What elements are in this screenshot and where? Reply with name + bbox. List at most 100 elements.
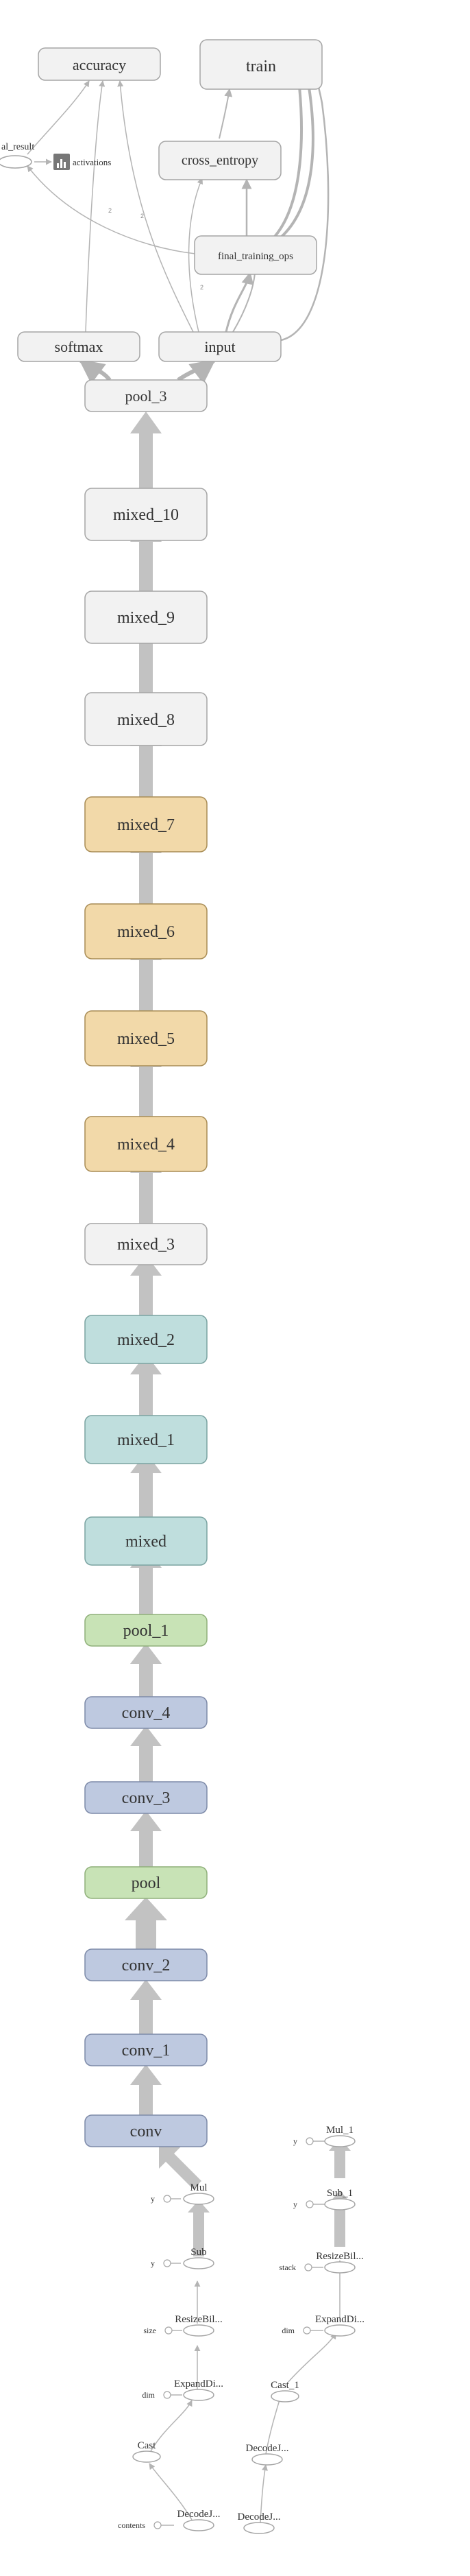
node-label: mixed_5: [117, 1030, 175, 1048]
edge-mixed2-mixed3: [130, 1255, 162, 1315]
edge-mixed10-pool3: [130, 412, 162, 488]
node-activations[interactable]: activations: [53, 154, 111, 170]
graph-nodes: accuracy train al_result activations cro…: [0, 39, 364, 2534]
node-label: al_result: [1, 142, 34, 152]
node-conv-4[interactable]: conv_4: [84, 1696, 208, 1729]
node-pool[interactable]: pool: [84, 1866, 208, 1899]
edge-crossentropy-train: [219, 88, 233, 139]
node-sub[interactable]: Sub: [183, 2247, 214, 2269]
edge-sub1-mul1: [329, 2138, 351, 2178]
node-label: mixed_10: [113, 506, 179, 524]
node-mixed-5[interactable]: mixed_5: [84, 1010, 208, 1066]
const-label: size: [143, 2326, 156, 2335]
edge-input-train: [280, 47, 330, 342]
node-label: pool: [132, 1874, 161, 1892]
node-mixed-10[interactable]: mixed_10: [84, 488, 208, 541]
const-stack[interactable]: stack: [279, 2263, 312, 2272]
edge-finalresult-accuracy: [27, 80, 90, 155]
edge-conv2-pool: [125, 1897, 167, 1949]
const-y-mul1[interactable]: y: [293, 2136, 314, 2146]
node-resize-bilinear-1[interactable]: ResizeBil...: [316, 2251, 364, 2274]
edge-sub-mul: [188, 2200, 210, 2256]
node-conv-3[interactable]: conv_3: [84, 1781, 208, 1814]
edge-pool3-softmax: [79, 359, 112, 384]
summary-icon-bar: [64, 162, 66, 168]
node-decode-jpeg[interactable]: DecodeJ...: [177, 2509, 221, 2531]
node-label: conv_2: [122, 1957, 171, 1975]
node-label: mixed_7: [117, 816, 175, 834]
node-mul-1[interactable]: Mul_1: [324, 2125, 356, 2147]
const-y-sub1[interactable]: y: [293, 2199, 314, 2209]
node-expand-dims-1[interactable]: ExpandDi...: [315, 2314, 364, 2337]
node-resize-bilinear[interactable]: ResizeBil...: [175, 2314, 223, 2337]
node-conv-1[interactable]: conv_1: [84, 2034, 208, 2066]
node-mixed-2[interactable]: mixed_2: [84, 1315, 208, 1364]
node-accuracy[interactable]: accuracy: [38, 47, 161, 81]
edge-mul-conv: [159, 2147, 201, 2189]
node-final-result[interactable]: al_result: [0, 142, 34, 169]
edge-mixed1-mixed2: [130, 1354, 162, 1416]
node-final-training-ops[interactable]: final_training_ops: [194, 235, 317, 275]
node-pool-3[interactable]: pool_3: [84, 379, 208, 412]
node-label: mixed_9: [117, 609, 175, 627]
node-label: mixed_3: [117, 1236, 175, 1254]
node-mul[interactable]: Mul: [183, 2182, 214, 2205]
node-conv-2[interactable]: conv_2: [84, 1948, 208, 1981]
const-dim-expand[interactable]: dim: [142, 2390, 171, 2400]
node-label: activations: [73, 157, 111, 167]
const-label: stack: [279, 2263, 296, 2272]
node-label: ResizeBil...: [316, 2251, 364, 2262]
node-label: ExpandDi...: [315, 2314, 364, 2325]
node-mixed-8[interactable]: mixed_8: [84, 692, 208, 746]
node-input[interactable]: input: [158, 331, 282, 362]
bottom-edges: [149, 2140, 343, 2526]
edge-softmax-accuracy: [85, 80, 106, 333]
node-mixed-6[interactable]: mixed_6: [84, 903, 208, 959]
const-label: y: [293, 2199, 297, 2209]
node-decode-jpeg-1a[interactable]: DecodeJ...: [246, 2443, 289, 2466]
edge-input-ops: [225, 272, 254, 333]
edge-conv-conv1: [130, 2064, 162, 2115]
const-dim-expand1[interactable]: dim: [282, 2326, 311, 2335]
node-label: mixed_1: [117, 1431, 175, 1449]
node-mixed-3[interactable]: mixed_3: [84, 1223, 208, 1265]
node-mixed-4[interactable]: mixed_4: [84, 1116, 208, 1172]
node-label: mixed_4: [117, 1136, 175, 1154]
node-label: Cast_1: [271, 2380, 299, 2391]
node-train[interactable]: train: [199, 39, 323, 90]
node-mixed-9[interactable]: mixed_9: [84, 591, 208, 644]
graph-edges: [27, 46, 330, 384]
const-contents[interactable]: contents: [118, 2520, 162, 2530]
const-y-mul[interactable]: y: [151, 2194, 171, 2204]
node-mixed-1[interactable]: mixed_1: [84, 1415, 208, 1464]
node-label: ResizeBil...: [175, 2314, 223, 2325]
node-decode-jpeg-1b[interactable]: DecodeJ...: [238, 2512, 281, 2534]
node-label: DecodeJ...: [246, 2443, 289, 2454]
node-mixed[interactable]: mixed: [84, 1516, 208, 1566]
node-cross-entropy[interactable]: cross_entropy: [158, 141, 282, 180]
node-sub-1[interactable]: Sub_1: [324, 2188, 356, 2210]
edge-input-ops-b: [232, 272, 256, 333]
const-label: y: [293, 2136, 297, 2146]
node-label: pool_1: [123, 1622, 169, 1640]
const-size[interactable]: size: [143, 2326, 173, 2335]
const-label: dim: [282, 2326, 295, 2335]
node-label: mixed_8: [117, 711, 175, 729]
const-label: y: [151, 2258, 155, 2268]
node-label: cross_entropy: [182, 153, 258, 168]
node-label: Mul: [190, 2182, 207, 2193]
const-y-sub[interactable]: y: [151, 2258, 171, 2268]
node-conv[interactable]: conv: [84, 2114, 208, 2147]
node-cast[interactable]: Cast: [132, 2440, 161, 2463]
node-label: ExpandDi...: [174, 2378, 223, 2389]
node-label: DecodeJ...: [177, 2509, 221, 2520]
node-cast-1[interactable]: Cast_1: [271, 2380, 299, 2402]
node-softmax[interactable]: softmax: [17, 331, 140, 362]
node-pool-1[interactable]: pool_1: [84, 1614, 208, 1647]
node-expand-dims[interactable]: ExpandDi...: [174, 2378, 223, 2401]
node-label: DecodeJ...: [238, 2512, 281, 2523]
node-label: Sub_1: [327, 2188, 353, 2199]
node-mixed-7[interactable]: mixed_7: [84, 796, 208, 852]
edge-pool-conv3: [130, 1811, 162, 1867]
